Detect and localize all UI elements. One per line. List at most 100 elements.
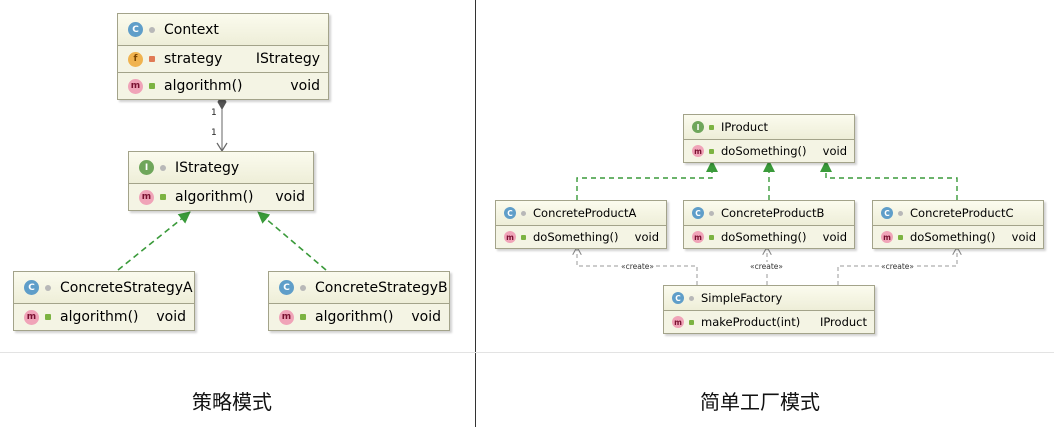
package-visibility-icon	[300, 284, 306, 291]
class-name: Context	[164, 21, 219, 38]
package-visibility-icon	[521, 210, 526, 216]
field-icon: f	[128, 51, 143, 67]
package-visibility-icon	[709, 210, 714, 216]
class-name: ConcreteProductA	[533, 206, 637, 220]
method-name: doSomething()	[721, 144, 807, 158]
caption-simple-factory-pattern: 简单工厂模式	[700, 390, 820, 414]
class-concrete-product-a[interactable]: C ConcreteProductA m doSomething() void	[495, 200, 667, 249]
create-label-c: «create»	[880, 262, 915, 271]
realization-productc-to-iproduct	[820, 160, 958, 200]
method-row: m algorithm() void	[14, 304, 194, 330]
method-icon: m	[24, 309, 39, 325]
interface-iproduct-header: I IProduct	[684, 115, 854, 140]
field-type: IStrategy	[255, 51, 320, 67]
package-visibility-icon	[149, 26, 155, 33]
class-simple-factory[interactable]: C SimpleFactory m makeProduct(int) IProd…	[663, 285, 875, 334]
method-icon: m	[128, 78, 143, 94]
public-unlock-icon	[300, 314, 306, 320]
class-simple-factory-header: C SimpleFactory	[664, 286, 874, 311]
class-name: SimpleFactory	[701, 291, 783, 305]
field-name: strategy	[164, 51, 223, 67]
class-icon: C	[672, 292, 684, 304]
class-icon: C	[881, 207, 893, 219]
private-lock-icon	[149, 56, 155, 62]
method-row: m algorithm() void	[118, 73, 328, 99]
method-icon: m	[504, 231, 516, 243]
class-icon: C	[504, 207, 516, 219]
public-unlock-icon	[149, 83, 155, 89]
method-return-type: void	[822, 230, 847, 244]
method-icon: m	[692, 231, 704, 243]
class-concrete-strategy-a-header: C ConcreteStrategyA	[14, 272, 194, 304]
class-name: ConcreteStrategyA	[60, 279, 193, 296]
interface-icon: I	[139, 160, 154, 175]
method-row: m doSomething() void	[684, 226, 854, 248]
method-name: algorithm()	[164, 78, 243, 94]
method-return-type: void	[290, 78, 320, 94]
class-concrete-product-b[interactable]: C ConcreteProductB m doSomething() void	[683, 200, 855, 249]
class-concrete-strategy-b-header: C ConcreteStrategyB	[269, 272, 449, 304]
interface-iproduct[interactable]: I IProduct m doSomething() void	[683, 114, 855, 163]
method-icon: m	[139, 189, 154, 205]
method-return-type: void	[822, 144, 847, 158]
method-row: m algorithm() void	[129, 184, 313, 210]
public-unlock-icon	[160, 194, 166, 200]
class-icon: C	[692, 207, 704, 219]
class-icon: C	[128, 22, 143, 37]
caption-strategy-pattern: 策略模式	[192, 390, 272, 414]
field-row: f strategy IStrategy	[118, 46, 328, 73]
class-concrete-strategy-b[interactable]: C ConcreteStrategyB m algorithm() void	[268, 271, 450, 331]
public-unlock-icon	[709, 148, 714, 154]
interface-name: IProduct	[721, 120, 769, 134]
interface-istrategy[interactable]: I IStrategy m algorithm() void	[128, 151, 314, 211]
caption-divider	[0, 352, 1054, 353]
class-concrete-product-c[interactable]: C ConcreteProductC m doSomething() void	[872, 200, 1044, 249]
method-return-type: void	[411, 309, 441, 325]
public-unlock-icon	[689, 319, 694, 325]
method-return-type: void	[275, 189, 305, 205]
public-unlock-icon	[45, 314, 51, 320]
method-return-type: void	[634, 230, 659, 244]
method-return-type: void	[1011, 230, 1036, 244]
realization-b-to-istrategy	[257, 211, 327, 271]
interface-icon: I	[692, 121, 704, 133]
class-concrete-strategy-a[interactable]: C ConcreteStrategyA m algorithm() void	[13, 271, 195, 331]
method-icon: m	[881, 231, 893, 243]
multiplicity-source: 1	[211, 108, 217, 118]
public-unlock-icon	[709, 124, 714, 130]
class-icon: C	[24, 280, 39, 295]
package-visibility-icon	[160, 164, 166, 171]
package-visibility-icon	[898, 210, 903, 216]
method-row: m makeProduct(int) IProduct	[664, 311, 874, 333]
create-label-a: «create»	[620, 262, 655, 271]
method-row: m doSomething() void	[684, 140, 854, 162]
method-icon: m	[279, 309, 294, 325]
method-row: m doSomething() void	[496, 226, 666, 248]
method-name: algorithm()	[60, 309, 139, 325]
interface-name: IStrategy	[175, 159, 240, 176]
class-concrete-product-a-header: C ConcreteProductA	[496, 201, 666, 226]
method-name: algorithm()	[315, 309, 394, 325]
method-icon: m	[692, 145, 704, 157]
method-row: m algorithm() void	[269, 304, 449, 330]
public-unlock-icon	[898, 234, 903, 240]
class-name: ConcreteProductB	[721, 206, 825, 220]
realization-producta-to-iproduct	[576, 160, 718, 200]
class-concrete-product-b-header: C ConcreteProductB	[684, 201, 854, 226]
method-name: makeProduct(int)	[701, 315, 801, 329]
public-unlock-icon	[709, 234, 714, 240]
class-concrete-product-c-header: C ConcreteProductC	[873, 201, 1043, 226]
class-context[interactable]: C Context f strategy IStrategy m algorit…	[117, 13, 329, 100]
method-name: algorithm()	[175, 189, 254, 205]
public-unlock-icon	[521, 234, 526, 240]
method-row: m doSomething() void	[873, 226, 1043, 248]
method-name: doSomething()	[721, 230, 807, 244]
create-label-b: «create»	[749, 262, 784, 271]
method-return-type: IProduct	[819, 315, 867, 329]
package-visibility-icon	[45, 284, 51, 291]
method-name: doSomething()	[533, 230, 619, 244]
vertical-divider	[475, 0, 476, 427]
class-icon: C	[279, 280, 294, 295]
multiplicity-target: 1	[211, 128, 217, 138]
